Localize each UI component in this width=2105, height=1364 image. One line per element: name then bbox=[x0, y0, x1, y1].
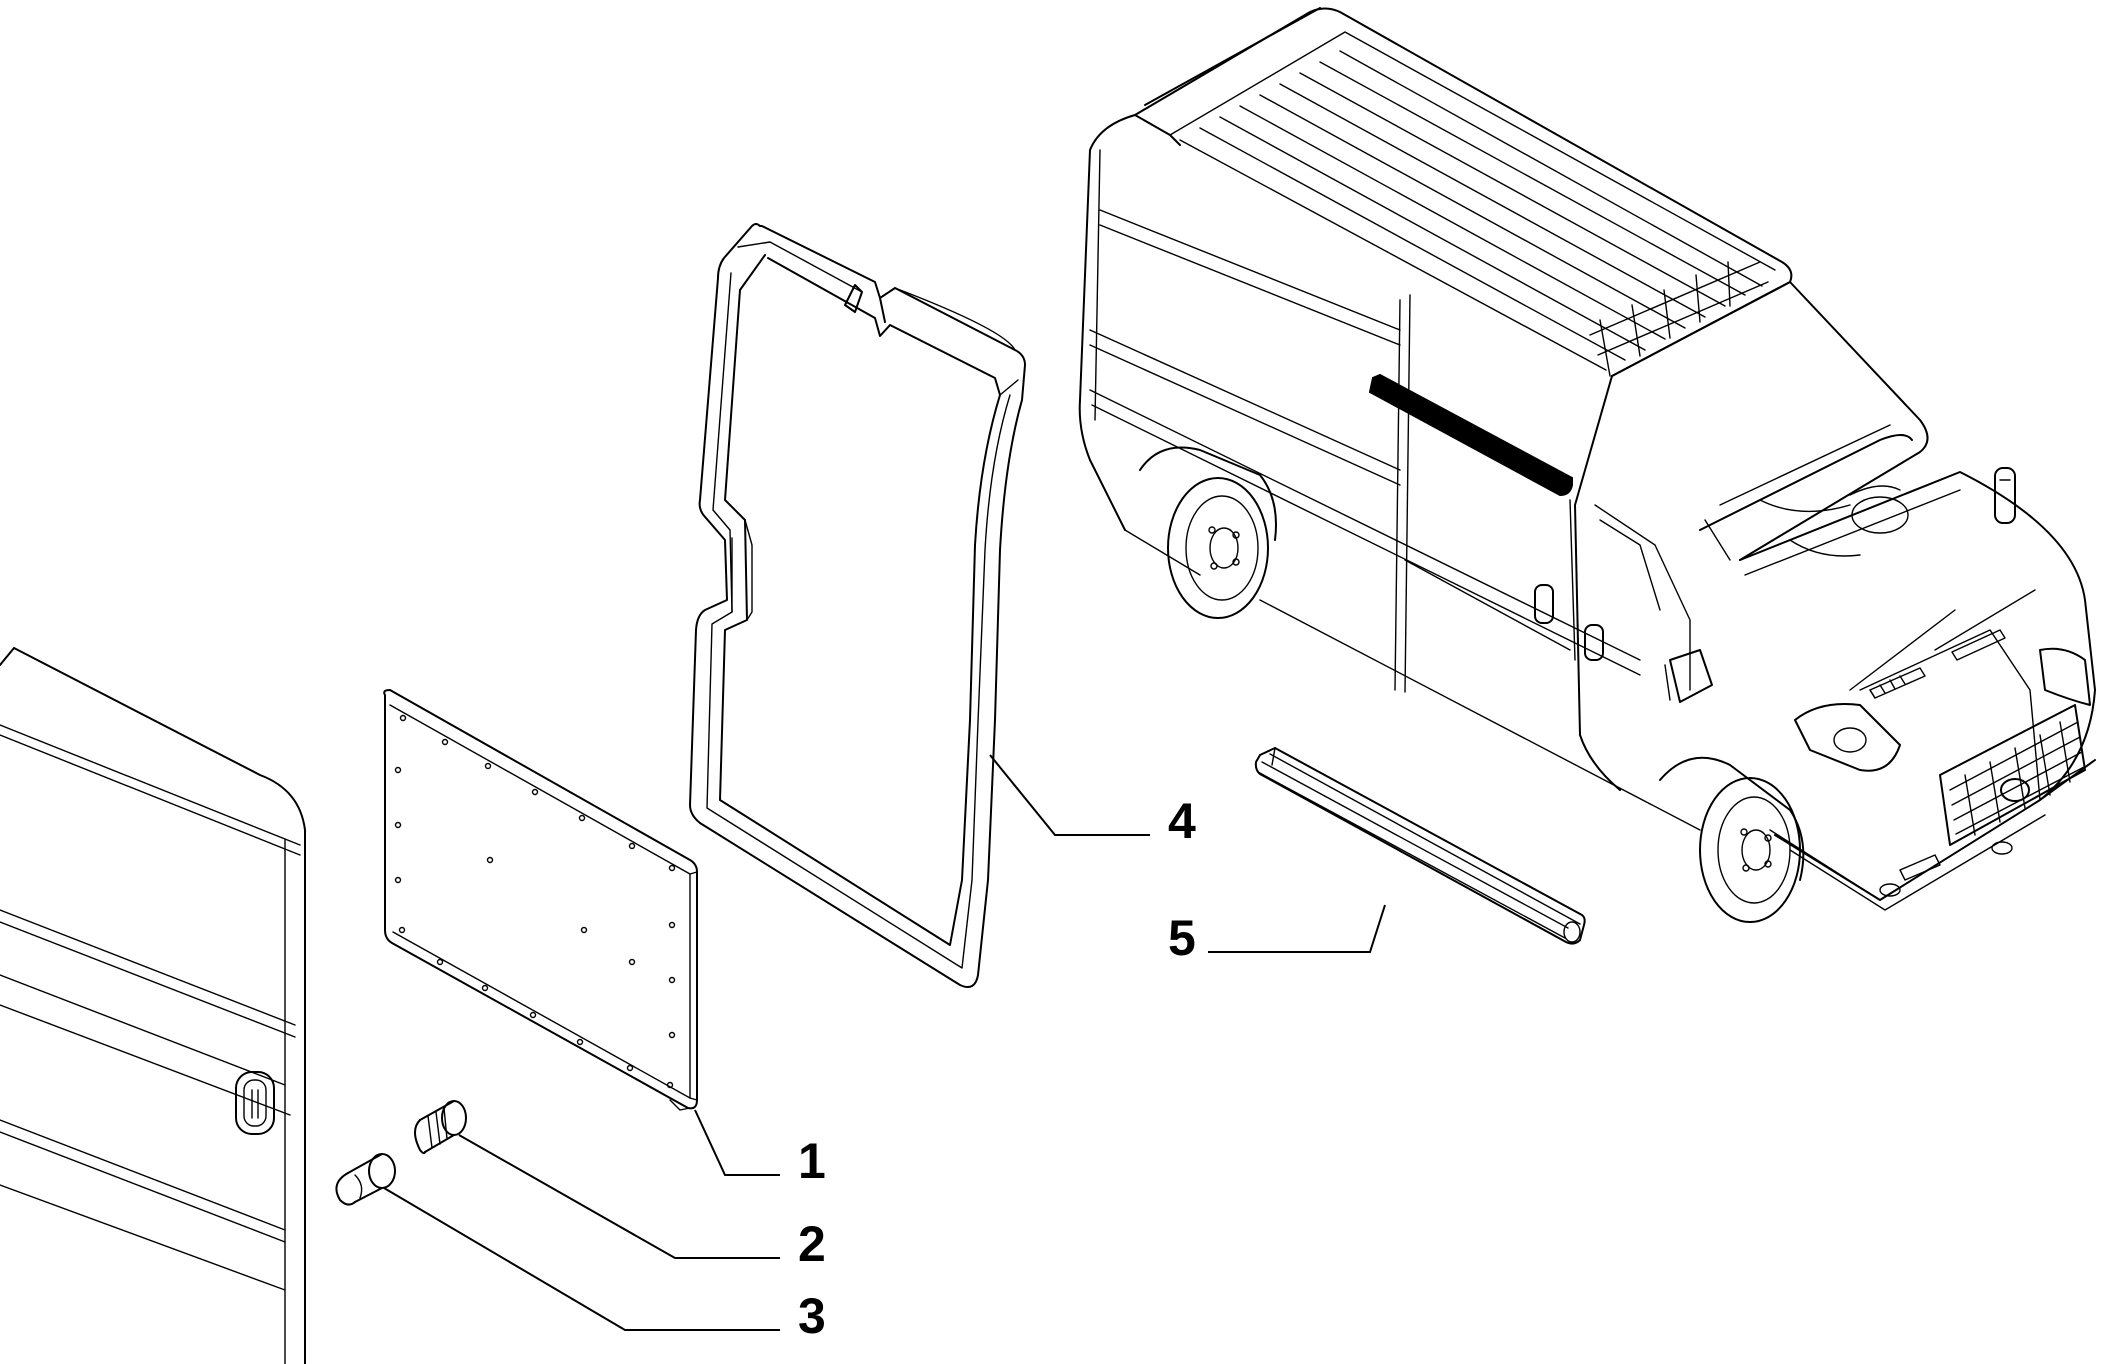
callout-5: 5 bbox=[1168, 910, 1196, 966]
seal-frame-icon bbox=[689, 223, 1026, 988]
grille-icon bbox=[1939, 704, 2086, 846]
guide-rail-icon bbox=[1254, 747, 1586, 945]
panel-icon bbox=[383, 689, 698, 1111]
callout-1: 1 bbox=[798, 1133, 826, 1189]
front-wheel-icon bbox=[1659, 756, 1805, 923]
van-illustration-icon bbox=[1078, 7, 2096, 923]
rear-wheel-icon bbox=[1139, 446, 1277, 619]
door-top-rail-highlight bbox=[1368, 373, 1573, 497]
left-mirror-icon bbox=[1664, 649, 1713, 703]
callout-3: 3 bbox=[798, 1288, 826, 1344]
fastener-icon bbox=[335, 1100, 467, 1206]
side-mirror-icon bbox=[1994, 467, 2016, 524]
callout-2: 2 bbox=[798, 1216, 826, 1272]
callout-labels: 4 5 1 2 3 bbox=[798, 793, 1196, 1344]
sliding-door-icon bbox=[0, 647, 306, 1364]
door-handle-icon bbox=[235, 1071, 275, 1135]
callout-4: 4 bbox=[1168, 793, 1196, 849]
leader-lines bbox=[383, 754, 1386, 1331]
panel-holes bbox=[394, 714, 676, 1089]
